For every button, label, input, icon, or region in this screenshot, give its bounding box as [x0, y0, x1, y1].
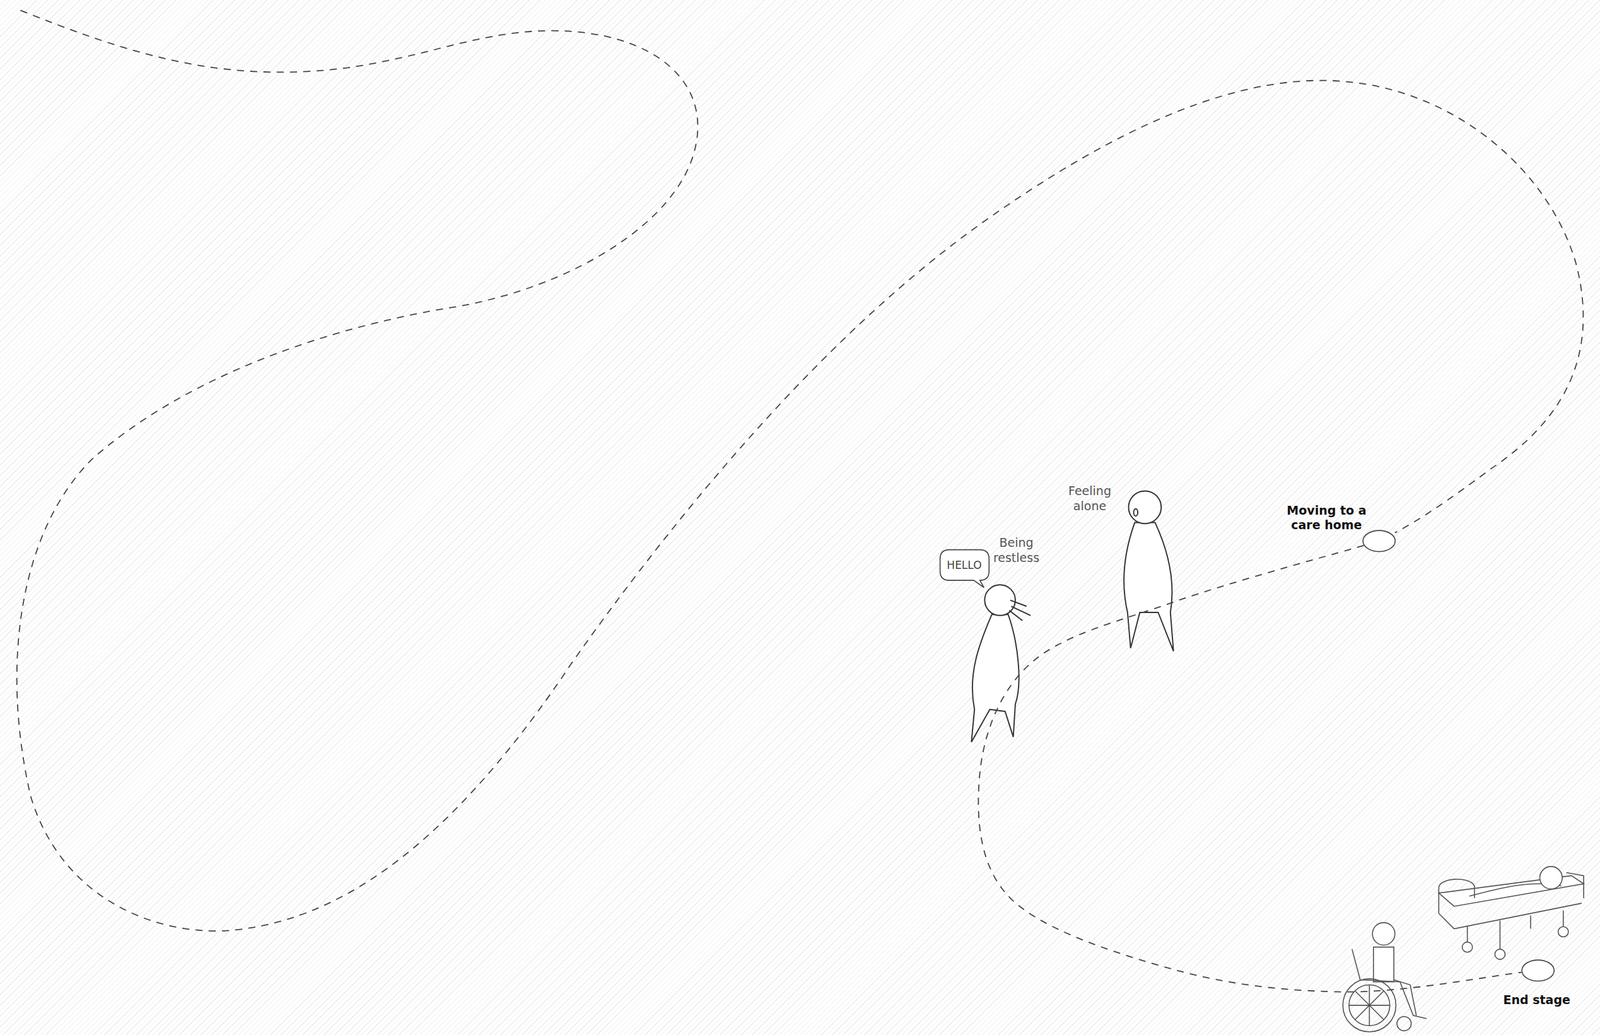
ellipse-outline — [1362, 529, 1396, 553]
wheelchair-symbol — [1342, 922, 1427, 1032]
ellipse-outline — [1521, 959, 1555, 982]
marker-outline — [1522, 959, 1555, 981]
node-text: Moving to a care home — [1280, 503, 1373, 534]
restless-person — [971, 584, 1031, 742]
annotation-label: Feeling alone — [1061, 483, 1119, 514]
node-text: End stage — [1480, 992, 1594, 1008]
marker-outline — [1362, 530, 1396, 552]
lonely-person — [1123, 490, 1174, 651]
speech-bubble: HELLO — [939, 548, 991, 582]
hospital-bed-symbol — [1438, 866, 1584, 960]
milestone-marker: Moving to a care home — [1362, 529, 1396, 553]
journey-connector — [978, 545, 1522, 993]
milestone-marker: End stage — [1521, 959, 1555, 982]
journey-path — [17, 10, 1584, 931]
node-text: HELLO — [939, 548, 991, 582]
annotation-label: Being restless — [984, 535, 1048, 566]
